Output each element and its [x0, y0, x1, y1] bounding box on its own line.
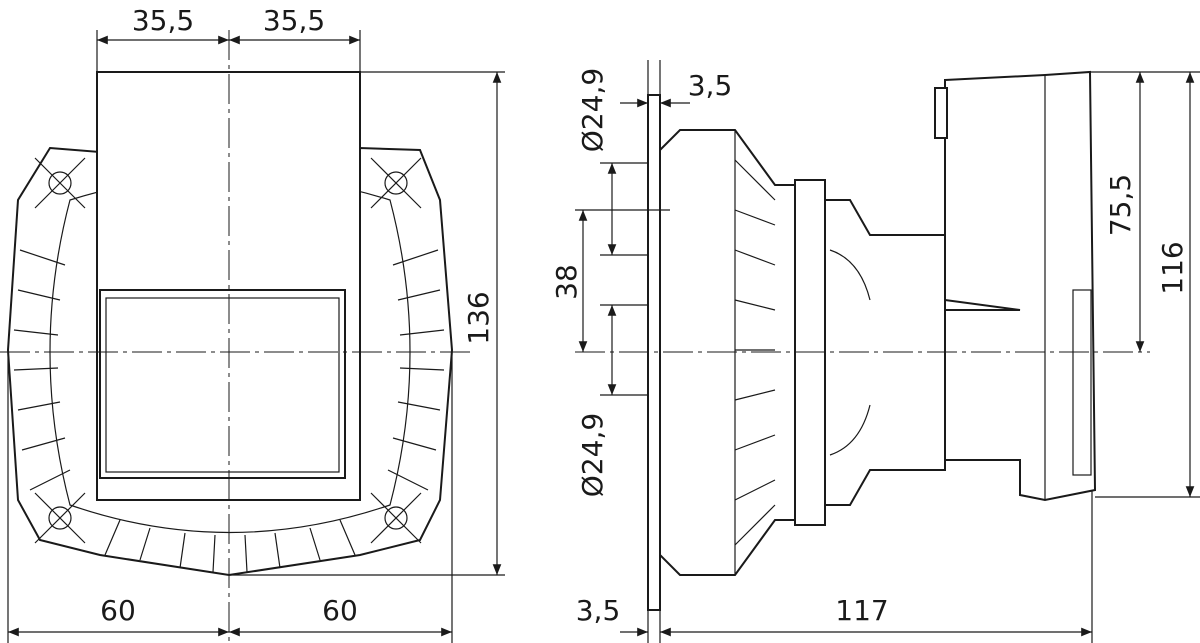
dim-total-height: 116	[1156, 241, 1189, 294]
dim-length: 117	[835, 594, 888, 627]
dim-top-left: 35,5	[132, 4, 194, 37]
cable-connector	[934, 87, 948, 139]
dim-spacing: 38	[550, 264, 583, 300]
motor-contours	[829, 249, 871, 456]
display-panel	[99, 289, 346, 479]
side-view: Ø24,9 3,5 38 Ø24,9 3,5 117 75,5 116	[550, 60, 1200, 643]
mounting-holes	[34, 157, 422, 544]
front-dimension-lines	[7, 30, 505, 643]
dim-diameter-bottom: Ø24,9	[576, 413, 609, 497]
front-view: 35,5 35,5 136 60 60	[0, 4, 505, 643]
dim-diameter-top: Ø24,9	[576, 68, 609, 152]
dim-half-height: 75,5	[1104, 174, 1137, 236]
display-panel-inner	[105, 297, 340, 473]
dim-flange-bottom: 3,5	[576, 594, 621, 627]
electronics-module	[944, 70, 1097, 502]
dim-bottom-right: 60	[322, 594, 358, 627]
dim-top-right: 35,5	[263, 4, 325, 37]
dim-flange-top: 3,5	[688, 69, 733, 102]
dim-height: 136	[462, 291, 495, 344]
module-window	[1072, 289, 1092, 476]
cooling-fins	[13, 249, 445, 573]
side-dimension-lines	[575, 60, 1200, 643]
dim-bottom-left: 60	[100, 594, 136, 627]
